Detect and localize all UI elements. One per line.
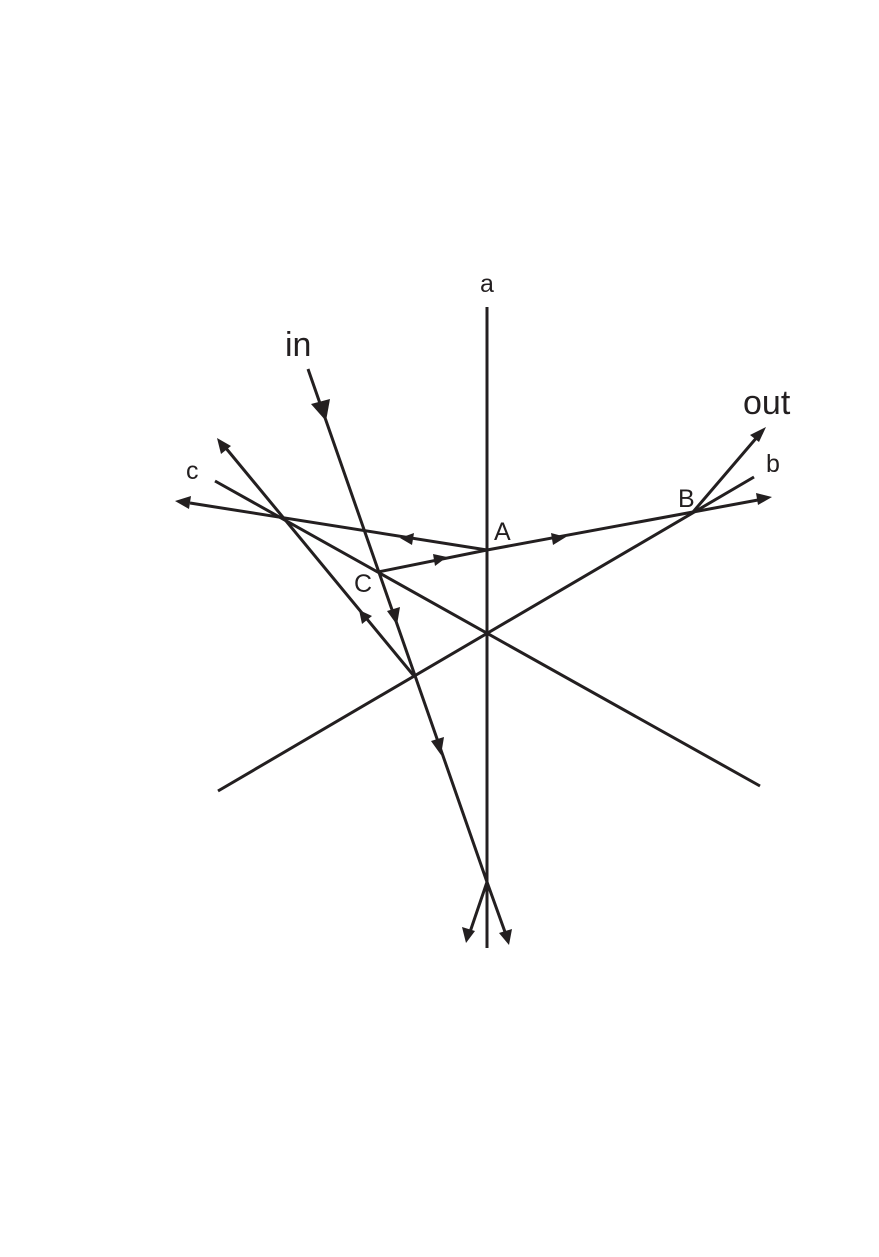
label-point-A: A: [494, 518, 511, 546]
bottom-ray-left-arrowhead: [462, 927, 475, 943]
ray-up-left: [223, 446, 416, 677]
label-point-B: B: [678, 485, 695, 513]
outgoing-arrowhead: [750, 427, 766, 442]
label-b: b: [766, 450, 780, 478]
ray-C-to-A: [377, 548, 488, 574]
bottom-ray-right-arrowhead: [499, 929, 512, 945]
ray-arrowhead-down-2: [431, 737, 444, 755]
label-c: c: [186, 457, 199, 485]
mirror-line-b: [217, 475, 755, 793]
ray-arrowhead-down-1: [387, 607, 400, 625]
ray-A-left-arrowhead: [400, 533, 414, 545]
label-out: out: [743, 384, 791, 422]
ray-up-left-arrowhead: [217, 438, 231, 454]
label-a: a: [480, 270, 494, 298]
incoming-ray: [306, 368, 489, 883]
ray-B-right-arrowhead: [756, 493, 772, 505]
outgoing-ray: [691, 435, 760, 513]
ray-C-to-A-arrowhead: [433, 554, 447, 566]
label-point-C: C: [354, 570, 372, 598]
ray-up-left-mid-arrowhead: [359, 610, 372, 624]
incoming-arrowhead: [311, 399, 330, 421]
ray-A-to-left: [189, 501, 488, 552]
ray-B-right: [692, 498, 759, 514]
ray-A-to-B: [486, 510, 694, 552]
bottom-ray-right: [485, 881, 507, 933]
bottom-ray-left: [468, 881, 489, 933]
ray-arrowhead-A-to-B: [551, 533, 566, 545]
label-in: in: [285, 326, 311, 364]
ray-left-end-arrowhead: [175, 496, 191, 509]
